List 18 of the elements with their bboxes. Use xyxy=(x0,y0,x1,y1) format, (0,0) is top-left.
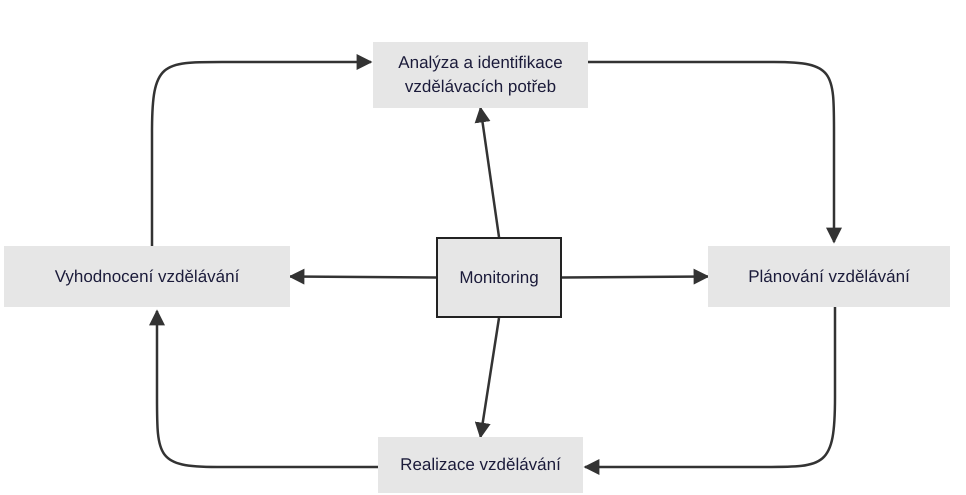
process-box xyxy=(373,42,588,108)
arrow xyxy=(150,54,373,246)
arrow xyxy=(562,268,710,285)
arrow xyxy=(288,268,436,285)
node-label: Monitoring xyxy=(459,266,539,289)
node-label: Vyhodnocení vzdělávání xyxy=(54,266,240,288)
process-box xyxy=(708,246,950,307)
node-label: Realizace vzdělávání xyxy=(400,454,561,476)
arrow xyxy=(474,106,500,238)
node-label: Plánování vzdělávání xyxy=(748,266,910,288)
arrow xyxy=(583,307,836,475)
monitoring-box xyxy=(436,237,562,318)
node-label: Analýza a identifikace vzdělávacích potřeb xyxy=(397,52,564,98)
arrow xyxy=(474,318,500,439)
arrow xyxy=(149,309,378,468)
arrow xyxy=(588,60,842,244)
process-box xyxy=(378,437,583,493)
process-box xyxy=(4,246,290,307)
